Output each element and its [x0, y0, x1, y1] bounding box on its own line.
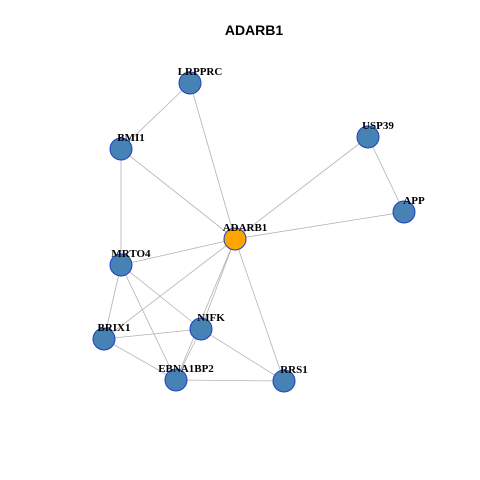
edge-rrs1-adarb1 — [234, 238, 285, 382]
node-ebna1bp2[interactable] — [164, 368, 188, 392]
node-label-usp39: USP39 — [362, 120, 394, 132]
node-label-mrto4: MRTO4 — [111, 248, 151, 260]
edge-lrpprc-adarb1 — [189, 82, 236, 240]
edge-brix1-nifk — [103, 328, 202, 340]
node-nifk[interactable] — [189, 317, 213, 341]
edge-mrto4-brix1 — [103, 264, 122, 340]
node-brix1[interactable] — [92, 327, 116, 351]
node-label-rrs1: RRS1 — [280, 364, 308, 376]
edge-lrpprc-bmi1 — [120, 82, 191, 150]
node-label-brix1: BRIX1 — [97, 322, 130, 334]
graph-title: ADARB1 — [225, 22, 284, 38]
node-app[interactable] — [392, 200, 416, 224]
edge-bmi1-adarb1 — [120, 148, 236, 240]
node-adarb1[interactable] — [223, 227, 247, 251]
node-label-lrpprc: LRPPRC — [178, 66, 223, 78]
edge-usp39-app — [367, 136, 405, 213]
edge-app-adarb1 — [234, 211, 405, 240]
node-bmi1[interactable] — [109, 137, 133, 161]
node-lrpprc[interactable] — [178, 71, 202, 95]
edge-nifk-adarb1 — [200, 238, 236, 330]
node-label-bmi1: BMI1 — [117, 132, 145, 144]
edge-ebna1bp2-adarb1 — [175, 238, 236, 381]
node-label-ebna1bp2: EBNA1BP2 — [158, 363, 214, 375]
node-label-adarb1: ADARB1 — [223, 222, 268, 234]
edge-mrto4-adarb1 — [120, 238, 236, 266]
node-mrto4[interactable] — [109, 253, 133, 277]
edge-ebna1bp2-rrs1 — [175, 379, 285, 382]
node-usp39[interactable] — [356, 125, 380, 149]
edge-mrto4-nifk — [120, 264, 202, 330]
node-label-nifk: NIFK — [197, 312, 225, 324]
edge-nifk-rrs1 — [200, 328, 285, 382]
node-rrs1[interactable] — [272, 369, 296, 393]
edge-brix1-adarb1 — [103, 238, 236, 340]
edge-mrto4-ebna1bp2 — [120, 264, 177, 381]
edge-usp39-adarb1 — [234, 136, 369, 240]
edges-layer — [103, 82, 405, 382]
edge-brix1-ebna1bp2 — [103, 338, 177, 381]
node-label-app: APP — [403, 195, 425, 207]
